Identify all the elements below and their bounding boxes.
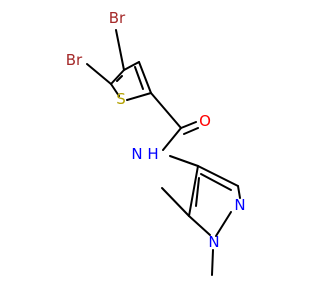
bond-camide-o-1 (180, 121, 197, 129)
atom-label-amide-nitrogen: N H (131, 145, 158, 163)
bond-c4-c3pyr-inner (200, 173, 232, 191)
atom-labels: Br Br S O N H N N (66, 9, 246, 251)
bonds (86, 29, 241, 276)
bond-c2-c3 (138, 61, 152, 94)
atom-label-bromine-left: Br (66, 51, 83, 69)
bond-c2-camide (150, 92, 182, 129)
molecule-structure: Br Br S O N H N N (66, 9, 246, 276)
bond-c5-c4 (188, 165, 199, 217)
bond-c5-s (110, 83, 120, 97)
bond-n2-n1 (215, 211, 232, 237)
bond-n1-methyl (211, 249, 214, 276)
bond-camide-n (162, 127, 182, 151)
bond-c3-c4 (123, 61, 140, 71)
bond-c4-c5 (110, 69, 125, 85)
bond-s-c2 (126, 92, 152, 101)
bond-n-c4pyr (169, 155, 199, 167)
atom-label-pyrazole-n1: N (208, 233, 219, 251)
bond-c3-n2 (237, 185, 241, 199)
bond-c5-n1-inner (195, 177, 200, 207)
bond-c4-br (115, 29, 125, 71)
bond-c5-methyl (161, 187, 190, 217)
bond-c4-c5-inner (116, 75, 123, 82)
atom-label-bromine-top: Br (109, 9, 126, 27)
bond-camide-o-2 (183, 127, 199, 135)
bond-n1-c5 (188, 215, 211, 236)
bond-c5-br (86, 63, 112, 85)
bond-c2-c3-inner (134, 66, 144, 90)
atom-label-sulfur: S (116, 90, 126, 108)
atom-label-oxygen: O (199, 112, 211, 130)
atom-label-pyrazole-n2: N (234, 196, 245, 214)
bond-c4-c3pyr (197, 165, 239, 187)
